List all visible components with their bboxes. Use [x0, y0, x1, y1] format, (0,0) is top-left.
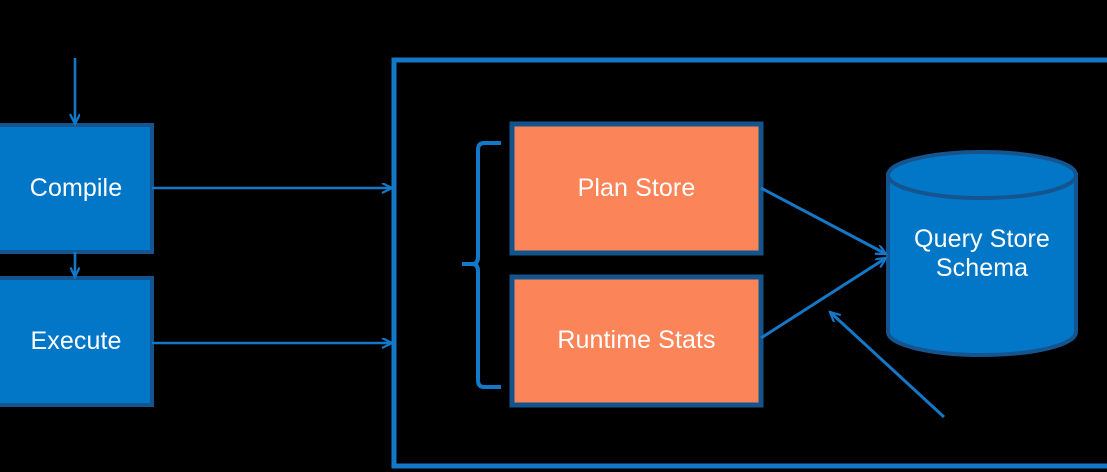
edge-external-to-schema: [830, 312, 946, 419]
node-compile[interactable]: [0, 123, 154, 254]
node-runtime-stats[interactable]: [509, 274, 764, 408]
node-plan-store[interactable]: [509, 121, 764, 256]
store-group-brace: [462, 141, 501, 389]
node-execute[interactable]: [0, 276, 154, 407]
edge-plan-store-to-schema: [760, 186, 886, 256]
node-query-store-schema[interactable]: [886, 150, 1078, 357]
query-store-container: [391, 57, 1107, 469]
edge-runtime-stats-to-schema: [760, 258, 886, 340]
